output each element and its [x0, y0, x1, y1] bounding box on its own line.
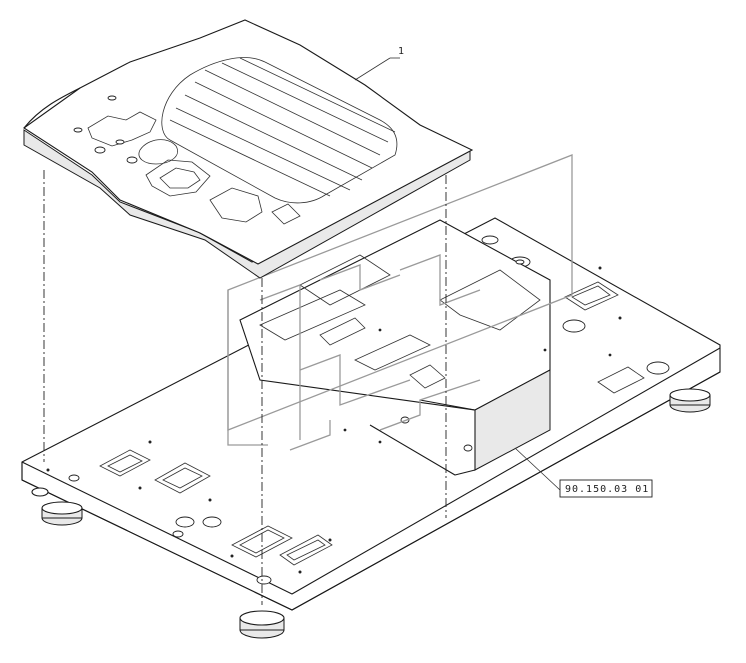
plate-cutout — [564, 281, 619, 311]
plate-hole — [202, 516, 222, 528]
plate-hole — [172, 530, 184, 538]
plate-cutout — [99, 449, 151, 477]
plate-cutout — [154, 462, 211, 494]
floor-mat — [23, 19, 474, 279]
plate-hole — [646, 361, 670, 375]
mount-foot — [31, 487, 49, 497]
plate-cutout — [279, 534, 333, 566]
reference-code: 90.150.03 01 — [565, 484, 649, 495]
mount-foot — [41, 501, 83, 526]
plate-hole — [175, 516, 195, 528]
mat-ribs — [169, 57, 396, 197]
mat-cutout — [209, 187, 263, 223]
plate-hole — [481, 235, 499, 245]
mat-cutout — [87, 111, 157, 147]
plate-cutout — [597, 366, 645, 394]
raised-box-bracket — [239, 219, 612, 476]
mat-cutout — [159, 167, 201, 189]
watermark-logo — [227, 154, 573, 451]
callout-ref: 90.150.03 01 — [514, 447, 653, 498]
plate-cutout — [231, 525, 293, 558]
callout-number: 1 — [398, 46, 405, 57]
mat-cutout — [271, 203, 301, 225]
mount-foot — [239, 610, 285, 639]
plate-hole — [68, 474, 80, 482]
plate-hole — [256, 575, 272, 585]
mount-foot — [669, 388, 711, 413]
mat-cutout — [145, 159, 211, 197]
mat-cutout — [138, 139, 178, 165]
plate-hole — [562, 319, 586, 333]
callout-1: 1 — [354, 46, 405, 81]
